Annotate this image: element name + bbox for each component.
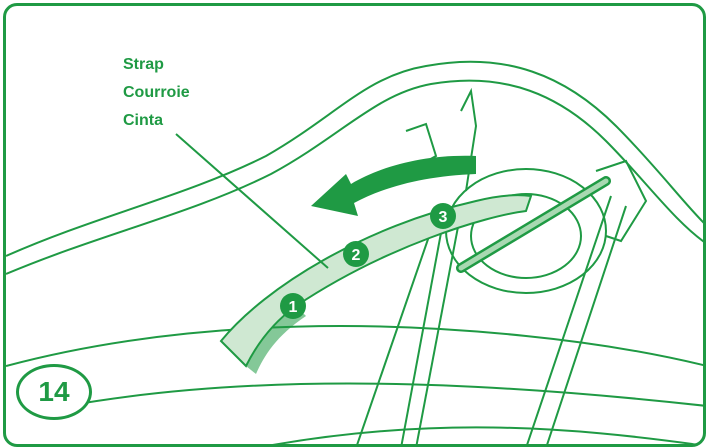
base-arc-1	[6, 325, 703, 367]
leg-mid-a	[356, 215, 437, 444]
step-number: 14	[38, 376, 70, 407]
leg-left-a	[400, 205, 447, 444]
label-spanish: Cinta	[123, 112, 163, 129]
svg-text:1: 1	[289, 299, 298, 316]
seat-outline-inner	[6, 79, 703, 275]
label-group: Strap Courroie Cinta	[123, 56, 190, 140]
right-bracket	[595, 159, 648, 243]
strap-marker-2: 2	[343, 241, 369, 267]
curved-arrow-left-icon	[311, 155, 476, 216]
leg-right-b	[546, 205, 627, 444]
strap-marker-1: 1	[280, 293, 306, 319]
base-arc-2	[65, 382, 703, 407]
label-pointer-line	[175, 133, 329, 269]
strap-marker-3: 3	[430, 203, 456, 229]
hub-inner	[470, 193, 582, 279]
label-french: Courroie	[123, 84, 190, 101]
rod-inner	[458, 178, 609, 271]
step-badge: 14	[16, 364, 92, 420]
clip-top	[460, 87, 478, 192]
seat-outline	[6, 60, 703, 257]
leg-left-b	[415, 210, 462, 444]
svg-text:3: 3	[439, 209, 448, 226]
assembly-illustration: 1 2 3	[6, 60, 703, 444]
strap-shadow	[246, 306, 306, 374]
svg-text:2: 2	[352, 247, 361, 264]
label-english: Strap	[123, 56, 164, 73]
base-arc-3	[272, 426, 700, 444]
illustration-frame: 1 2 3 Strap Courroie Cinta 14	[3, 3, 706, 447]
leg-right-a	[526, 195, 612, 444]
